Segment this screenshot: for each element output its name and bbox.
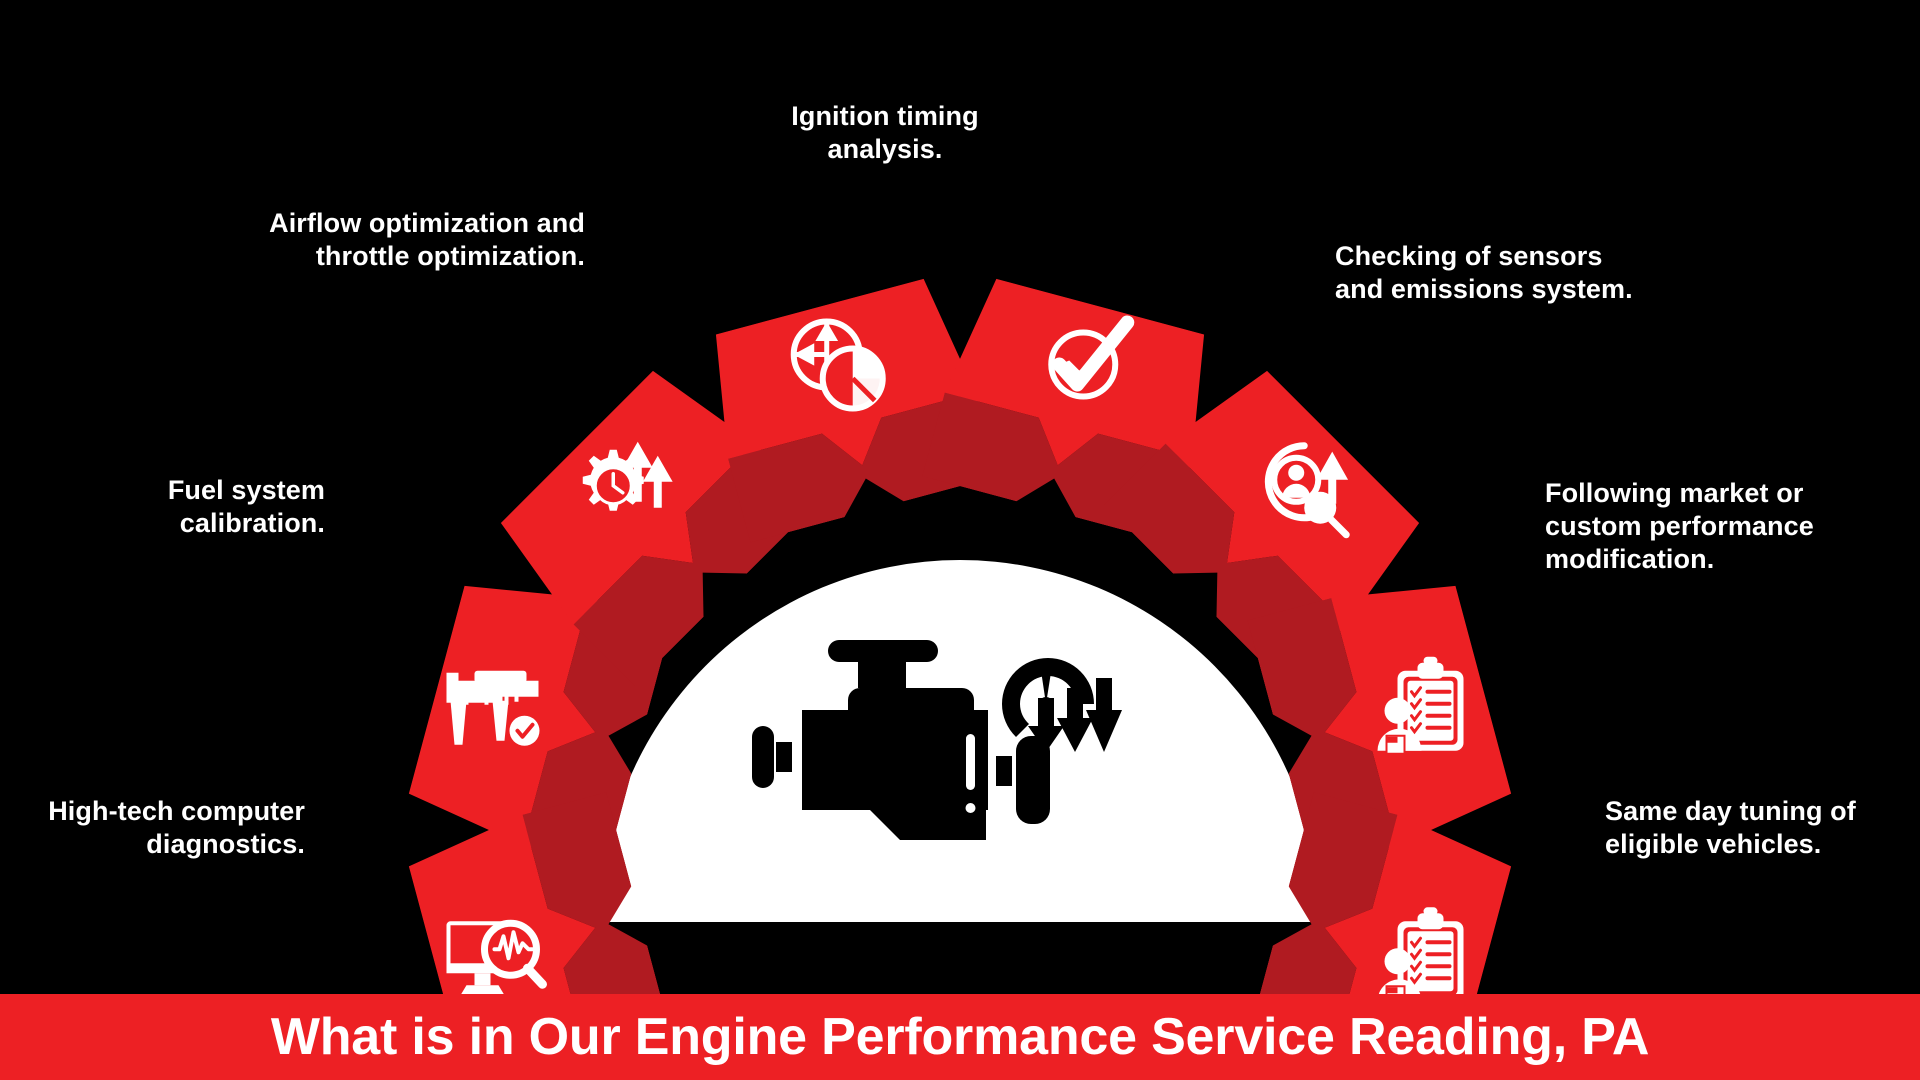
engine-performance-gauge-icon bbox=[740, 640, 1140, 885]
clipboard-checklist-person-icon bbox=[1372, 649, 1484, 761]
petal-shape-sensors-emissions-check bbox=[922, 256, 1228, 542]
label-fuel-system-calibration: Fuel system calibration. bbox=[167, 475, 325, 538]
label-performance-modification: Following market or custom performance m… bbox=[1545, 478, 1814, 574]
gear-clock-arrows-icon bbox=[562, 432, 674, 544]
petal-shape-airflow-throttle-optimization bbox=[474, 344, 816, 686]
monitor-magnifier-waveform-icon bbox=[436, 899, 548, 1011]
clock-pie-chart-icon bbox=[779, 306, 891, 418]
banner-title: What is in Our Engine Performance Servic… bbox=[270, 1008, 1650, 1066]
label-ignition-timing-analysis: Ignition timing analysis. bbox=[791, 101, 979, 164]
petal-shape-high-tech-diagnostics bbox=[386, 792, 672, 1080]
petal-shape-fuel-system-calibration bbox=[386, 561, 672, 867]
label-airflow-throttle-optimization: Airflow optimization and throttle optimi… bbox=[269, 208, 585, 271]
label-high-tech-diagnostics: High-tech computer diagnostics. bbox=[48, 796, 305, 859]
petal-shape-same-day-tuning bbox=[1248, 561, 1534, 867]
petal-shape-performance-modification bbox=[1104, 344, 1446, 686]
petal-shape-ignition-timing-analysis bbox=[691, 256, 997, 542]
bottom-banner: What is in Our Engine Performance Servic… bbox=[0, 994, 1920, 1080]
label-same-day-tuning: Same day tuning of eligible vehicles. bbox=[1605, 796, 1856, 859]
person-magnifier-arrow-icon bbox=[1246, 432, 1358, 544]
caliper-check-icon bbox=[436, 649, 548, 761]
circle-check-icon bbox=[1029, 306, 1141, 418]
label-sensors-emissions-check: Checking of sensors and emissions system… bbox=[1335, 241, 1633, 304]
